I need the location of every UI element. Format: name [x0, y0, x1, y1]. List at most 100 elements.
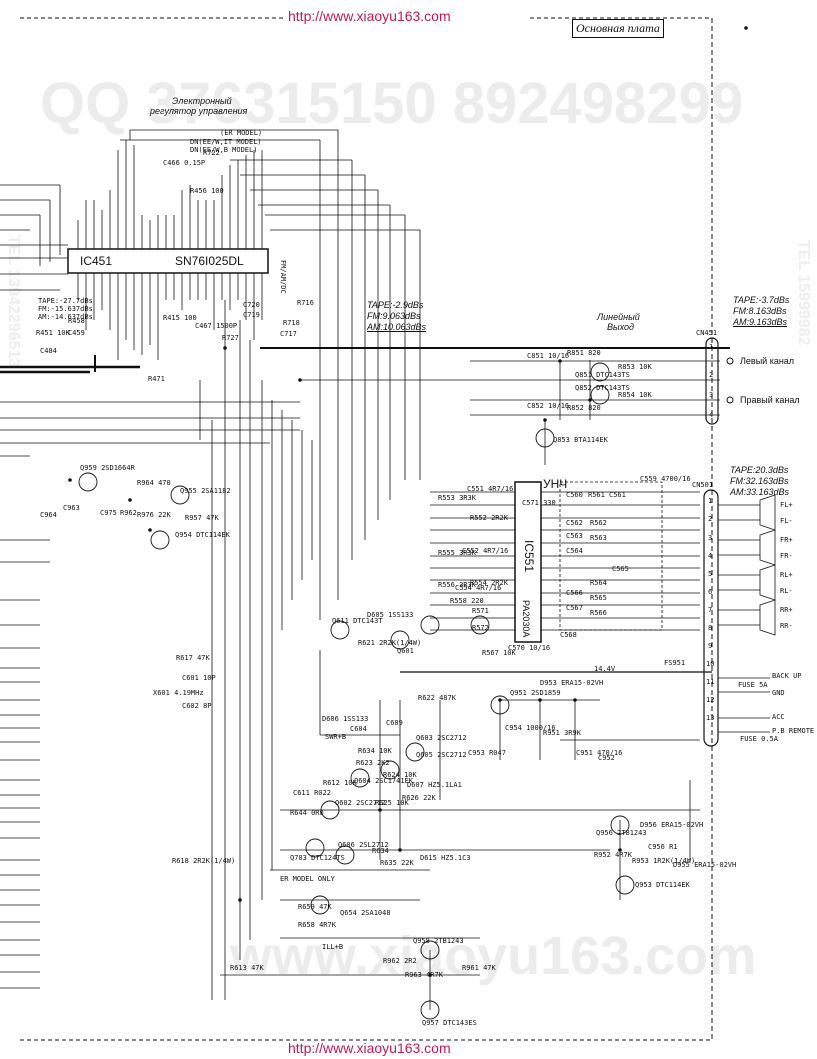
component-label: R644 0R0	[290, 809, 324, 817]
watermark-qq: QQ 376315150 892498299	[40, 71, 744, 136]
component-label: R659 47K	[298, 903, 332, 911]
component-label: C568	[560, 631, 577, 639]
note-model-dn2: DN(EE/W,B MODEL)	[190, 146, 258, 154]
cn501-pin: 13	[706, 714, 715, 722]
speaker-label: FR-	[780, 552, 793, 560]
ic551-ref: IC551	[522, 540, 536, 573]
component-label: R658 4R7K	[298, 921, 336, 929]
controller-label-2: регулятор управления	[150, 106, 248, 116]
speaker-label: FL-	[780, 517, 793, 525]
level-amp-fm: FM:32.163dBs	[730, 476, 789, 486]
note-er-only: ER MODEL ONLY	[280, 875, 335, 883]
component-label: R451 10K	[36, 329, 70, 337]
component-label: R634 10K	[358, 747, 392, 755]
component-label: C560	[566, 491, 583, 499]
component-label: R722	[203, 149, 220, 157]
component-label: C963	[63, 504, 80, 512]
level-left-am: AM:-14.637dBs	[38, 313, 93, 321]
component-label: R625 10K	[375, 799, 409, 807]
component-label: C564	[566, 547, 583, 555]
component-label: Q851 DTC143TS	[575, 371, 630, 379]
component-label: Q956 2T81243	[596, 829, 647, 837]
component-label: Q611 DTC143T	[332, 617, 383, 625]
component-label: C951 470/16	[576, 749, 623, 757]
component-label: C570 10/16	[508, 644, 551, 652]
component-label: C719	[243, 311, 260, 319]
component-label: X601 4.19MHz	[153, 689, 204, 697]
component-label: C561	[609, 491, 626, 499]
component-label: C956 R1	[648, 843, 678, 851]
component-label: R562	[590, 519, 607, 527]
component-label: C551 4R7/16	[467, 485, 514, 493]
component-label: R962	[120, 509, 137, 517]
component-label: R458	[68, 317, 85, 325]
component-label: C467 1500P	[195, 322, 238, 330]
component-label: R555 3R3K	[438, 549, 476, 557]
component-label: R618 2R2K(1/4W)	[172, 857, 236, 865]
component-label: Q601	[397, 647, 414, 655]
level-amp-tape: TAPE:20.3dBs	[730, 465, 789, 475]
channel-left-label: Левый канал	[740, 356, 795, 366]
component-label: R718	[283, 319, 300, 327]
component-label: R552 2R2K	[470, 514, 508, 522]
cn501-pin: 12	[706, 696, 715, 704]
component-label: C571 330	[522, 499, 556, 507]
component-label: C953 R047	[468, 749, 506, 757]
component-label: C964	[40, 511, 57, 519]
component-label: C563	[566, 532, 583, 540]
fuse-label: FUSE 5A	[738, 681, 768, 689]
component-label: Q602 2SC2712	[335, 799, 386, 807]
cn501-pin: 11	[706, 678, 715, 686]
cn501-pin: 7	[708, 606, 713, 614]
component-label: R621 2R2K(1/4W)	[358, 639, 422, 647]
component-label: C852 10/16	[527, 402, 570, 410]
cn501-pin: 10	[706, 660, 715, 668]
component-label: D615 HZ5.1C3	[420, 854, 471, 862]
component-label: Q654 2SA1048	[340, 909, 391, 917]
component-label: R716	[297, 299, 314, 307]
component-label: R553 3R3K	[438, 494, 476, 502]
component-label: Q955 2SA1182	[180, 487, 231, 495]
ic551-part: PA2030A	[521, 600, 531, 638]
component-label: Q703 DTC124TS	[290, 854, 345, 862]
component-label: Q953 DTC114EK	[635, 881, 690, 889]
component-label: R415 100	[163, 314, 197, 322]
watermark-site: www.xiaoyu163.com	[230, 926, 757, 986]
component-label: C611 R022	[293, 789, 331, 797]
component-label: R963 4R7K	[405, 971, 443, 979]
note-model-er: (ER MODEL)	[220, 129, 263, 137]
controller-label-1: Электронный	[172, 96, 232, 106]
line-out-label-1: Линейный	[597, 312, 640, 322]
component-label: C601 10P	[182, 674, 216, 682]
component-label: C566	[566, 589, 583, 597]
component-label: R854 10K	[618, 391, 652, 399]
power-label: GND	[772, 689, 785, 697]
component-label: C720	[243, 301, 260, 309]
component-label: R626 22K	[402, 794, 436, 802]
component-label: R852 820	[567, 404, 601, 412]
component-label: C604	[350, 725, 367, 733]
speaker-label: FR+	[780, 536, 793, 544]
component-label: C484	[40, 347, 57, 355]
amp-label: УНЧ	[543, 477, 568, 491]
level-left-tape: TAPE:-27.7dBs	[38, 297, 93, 305]
speaker-label: RL+	[780, 571, 793, 579]
component-label: D607 HZ5.1LA1	[407, 781, 462, 789]
component-label: C609	[386, 719, 403, 727]
line-out-label-2: Выход	[607, 322, 635, 332]
speaker-label: RL-	[780, 587, 793, 595]
connector-cn451: CN451	[696, 329, 718, 337]
level-out-tape: TAPE:-3.7dBs	[733, 295, 790, 305]
component-label: R976 22K	[137, 511, 171, 519]
component-label: Q954 DTC114EK	[175, 531, 230, 539]
note-supply: 14.4V	[594, 665, 616, 673]
component-label: C552 4R7/16	[462, 547, 509, 555]
component-label: R565	[590, 594, 607, 602]
speaker-label: RR-	[780, 622, 793, 630]
component-label: D955 ERA15-02VH	[673, 861, 737, 869]
power-label: ACC	[772, 713, 785, 721]
cn501-pin: 1	[708, 497, 713, 505]
cn501-pin: 9	[708, 642, 713, 650]
component-label: Q959 2SD1664R	[80, 464, 135, 472]
